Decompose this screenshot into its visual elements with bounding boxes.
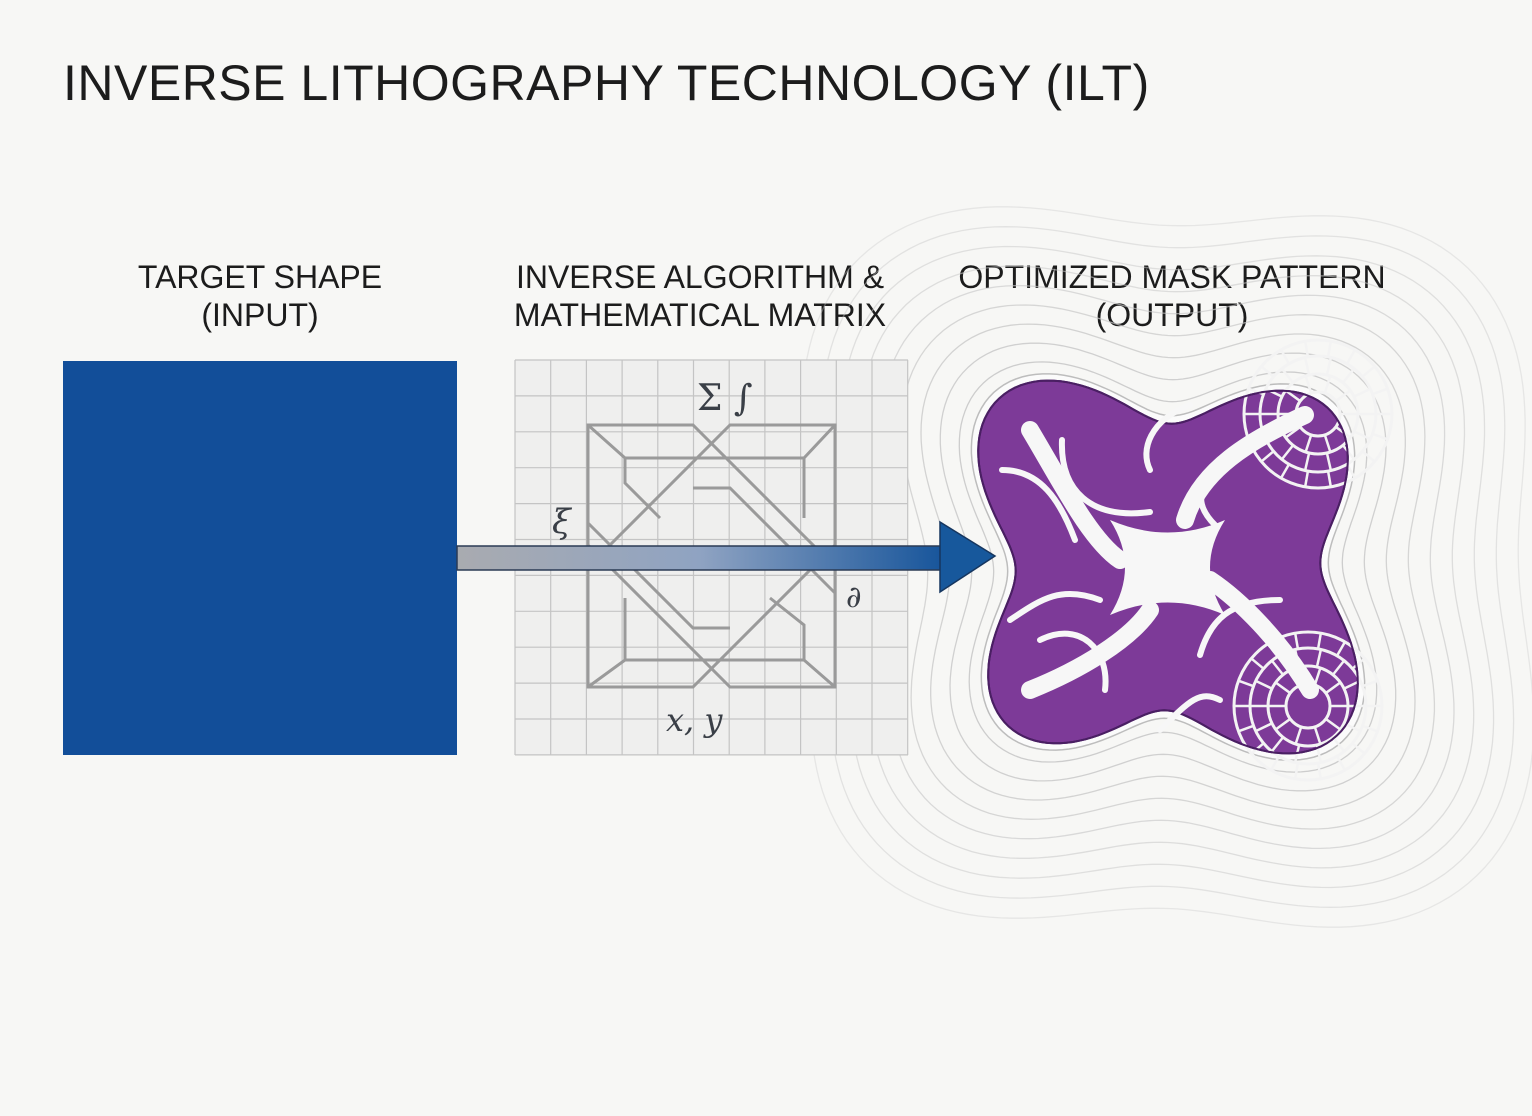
mask-tile-edge [1303,340,1310,358]
mask-tile-edge [1313,726,1322,745]
mask-swirl [1143,402,1193,473]
mask-tile-edge [1238,724,1254,733]
mask-tile-edge [1316,632,1323,650]
mask-tile-edge [1335,755,1347,771]
mask-outline [977,379,1359,755]
mask-swirl [1007,590,1103,623]
sum-integral-symbol: Σ ∫ [697,378,753,419]
mask-tile-edge [1303,470,1310,488]
mask-swirl [1198,457,1238,528]
mask-tile-edge [1372,432,1388,441]
mask-tile-edge [1315,649,1323,668]
mask-tile-edge [1331,736,1346,753]
zeta-symbol: ξ [552,502,573,542]
mask-tile-edge [1250,657,1265,670]
mask-tile-edge [1335,641,1347,657]
stage-label-line: (OUTPUT) [1095,297,1249,333]
stage-label-line: MATHEMATICAL MATRIX [513,297,887,333]
mask-tile-edge [1294,726,1303,745]
mask-tile-edge [1284,425,1301,439]
mask-tile-edge [1260,365,1275,378]
mask-tile-edge [1353,430,1371,441]
mask-center [1110,520,1225,615]
mask-tile-edge [1323,375,1332,394]
mask-tile-edge [1345,349,1357,365]
mask-tile-edge [1304,375,1313,394]
mask-tile-edge [1331,659,1346,676]
mask-channel [1176,406,1314,529]
mask-tile-edge [1351,657,1366,670]
stage-label-algorithm: INVERSE ALGORITHM & MATHEMATICAL MATRIX [470,258,930,334]
mask-tile-edge [1270,736,1285,753]
mask-tile-edge [1303,357,1311,376]
mask-tile-edge [1303,452,1311,471]
mask-tile-edge [1293,762,1300,780]
mask-tile-edge [1325,717,1342,731]
stage-label-line: INVERSE ALGORITHM & [515,259,885,295]
mask-tile-edge [1316,762,1323,780]
mask-tile-edge [1341,367,1356,384]
mask-tile-edge [1304,434,1313,453]
mask-tile-edge [1255,679,1273,690]
mask-tile-edge [1279,463,1291,479]
mask-tile-edge [1238,679,1254,688]
optimized-mask-pattern [970,338,1394,782]
mask-channel [1021,421,1129,569]
mask-tile-edge [1255,722,1273,733]
xy-symbol: x, y [666,701,723,739]
mask-tile-edge [1372,387,1388,396]
mask-tile-edge [1269,755,1281,771]
mask-tile-edge [1270,659,1285,676]
stage-label-line: OPTIMIZED MASK PATTERN [958,259,1386,295]
mask-tile-edge [1325,452,1333,471]
mask-swirl [1058,437,1153,517]
mask-tile-edge [1335,389,1352,403]
mask-tile-edge [1362,679,1378,688]
mask-tile-edge [1362,724,1378,733]
mask-tile-edge [1293,632,1300,650]
mask-tile-edge [1361,450,1376,463]
mask-tile-edge [1341,444,1356,461]
mask-tile-edge [1351,742,1366,755]
mask-tile-edge [1284,389,1301,403]
matrix-lattice [586,423,837,689]
mask-tile-edge [1326,470,1333,488]
mask-tile-edge [1274,717,1291,731]
mask-tile-edge [1353,387,1371,398]
mask-swirl [1037,630,1109,693]
mask-tile-edge [1325,681,1342,695]
contour-line [958,361,1378,773]
mask-tile-edge [1326,340,1333,358]
mask-tile-edge [1325,357,1333,376]
mask-tile-edge [1279,349,1291,365]
process-arrow [456,520,997,594]
mask-tile-edge [1280,444,1295,461]
mask-swirl [1157,693,1223,733]
mask-swirl [1197,597,1283,658]
mask-tile-edge [1274,681,1291,695]
mask-tile-edge [1323,434,1332,453]
mask-tile-edge [1280,367,1295,384]
mask-channel [1201,571,1319,699]
mask-tile-edge [1260,450,1275,463]
stage-label-line: (INPUT) [201,297,319,333]
stage-label-line: TARGET SHAPE [137,259,383,295]
mask-swirl [999,467,1078,543]
mask-tile-edge [1265,387,1283,398]
mask-tile-edge [1361,365,1376,378]
page-title: INVERSE LITHOGRAPHY TECHNOLOGY (ILT) [63,55,1150,111]
stage-label-output: OPTIMIZED MASK PATTERN (OUTPUT) [942,258,1402,334]
target-shape [63,361,457,755]
stage-label-target: TARGET SHAPE (INPUT) [30,258,490,334]
partial-symbol: ∂ [846,580,862,615]
